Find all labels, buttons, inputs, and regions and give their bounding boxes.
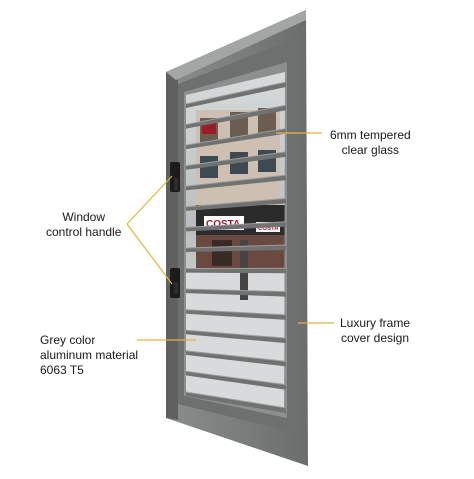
glass-pane: COSTA COSTA: [180, 60, 290, 420]
frame-callout-line2: cover design: [340, 331, 410, 346]
glass-callout-line2: clear glass: [330, 143, 411, 158]
material-callout-line1: Grey color: [40, 333, 138, 348]
handle-callout: Window control handle: [46, 210, 121, 240]
handle-callout-line-bottom: [127, 224, 172, 284]
frame-side-depth: [166, 70, 178, 420]
frame-callout: Luxury frame cover design: [340, 316, 410, 346]
handle-callout-line2: control handle: [46, 225, 121, 240]
glass-callout-line1: 6mm tempered: [330, 128, 411, 143]
handle-callout-line-top: [127, 176, 172, 224]
material-callout-line3: 6063 T5: [40, 363, 138, 378]
material-callout-line2: aluminum material: [40, 348, 138, 363]
frame-callout-line1: Luxury frame: [340, 316, 410, 331]
louver-bar: [186, 268, 286, 273]
handle-callout-line1: Window: [46, 210, 121, 225]
glass-callout: 6mm tempered clear glass: [330, 128, 411, 158]
material-callout: Grey color aluminum material 6063 T5: [40, 333, 138, 378]
